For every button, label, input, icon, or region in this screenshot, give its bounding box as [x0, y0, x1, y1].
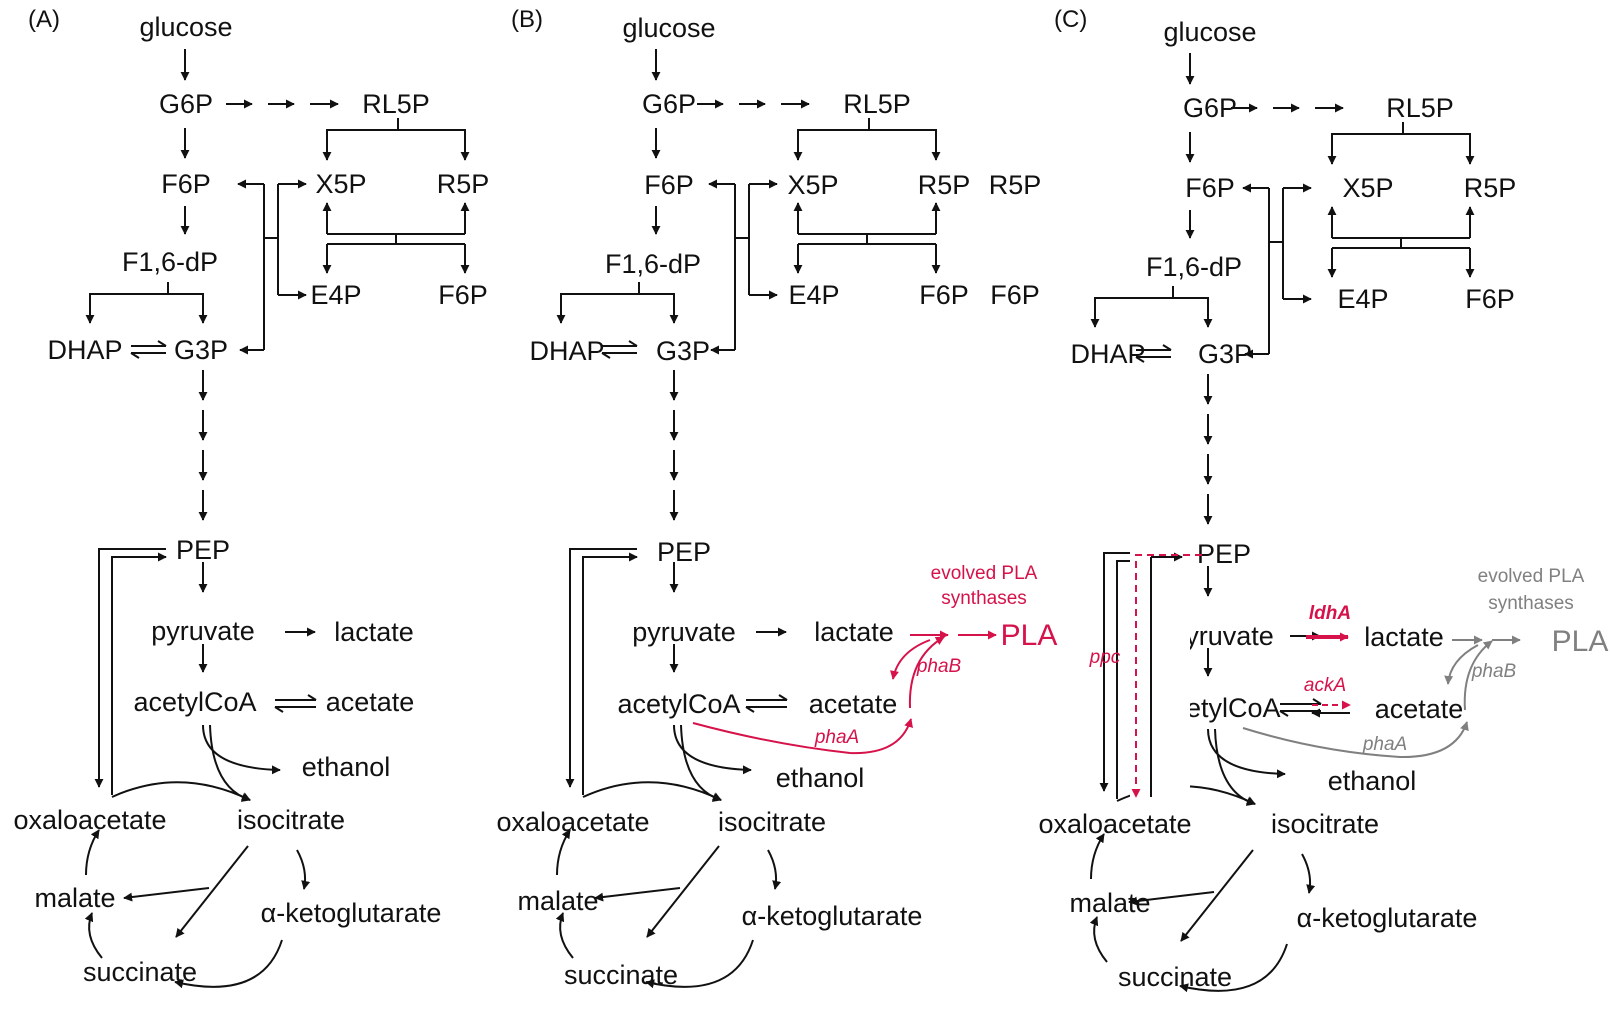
x5p-label: X5P — [787, 170, 838, 200]
acetate-label: acetate — [809, 689, 898, 719]
pla-product-label: PLA — [1001, 619, 1058, 652]
pla-product-label: PLA — [1552, 625, 1609, 658]
akg-label: α-ketoglutarate — [742, 901, 923, 931]
dhap-label: DHAP — [529, 336, 604, 366]
f6p-label: F6P — [1185, 173, 1235, 203]
f16dp-label: F1,6-dP — [1146, 252, 1242, 282]
ethanol-label: ethanol — [1328, 766, 1417, 796]
r5p-duplicate-label: R5P — [989, 170, 1042, 200]
acka-enzyme-label: ackA — [1304, 675, 1346, 696]
f6p-pp-label: F6P — [1465, 284, 1515, 314]
panel-label: (A) — [28, 6, 60, 33]
x5p-label: X5P — [1342, 173, 1393, 203]
synthase-label-line1: evolved PLA — [931, 563, 1038, 584]
akg-label: α-ketoglutarate — [261, 898, 442, 928]
f16dp-label: F1,6-dP — [122, 247, 218, 277]
g3p-label: G3P — [174, 335, 228, 365]
panel-label: (C) — [1054, 6, 1087, 33]
glucose-label: glucose — [622, 13, 715, 43]
succinate-label: succinate — [564, 960, 678, 990]
r5p-label: R5P — [437, 169, 490, 199]
g3p-label: G3P — [1198, 339, 1252, 369]
oxaloacetate-label: oxaloacetate — [1038, 809, 1191, 839]
succinate-label: succinate — [1118, 962, 1232, 992]
engineered-pla-pathway-b: evolved PLA synthases PLA phaB phaA — [692, 563, 1058, 755]
phab-enzyme-label: phaB — [1471, 661, 1517, 682]
rl5p-label: RL5P — [1386, 93, 1454, 123]
lactate-label: lactate — [1364, 622, 1444, 652]
g6p-label: G6P — [159, 89, 213, 119]
acetylcoa-label: acetylCoA — [133, 687, 256, 717]
ppc-enzyme-label: ppc — [1089, 647, 1121, 668]
f6p-duplicate-label: F6P — [990, 280, 1040, 310]
malate-label: malate — [1069, 888, 1150, 918]
f6p-pp-label: F6P — [919, 280, 969, 310]
synthase-label-line2: synthases — [941, 588, 1027, 609]
pep-label: PEP — [1197, 539, 1251, 569]
r5p-label: R5P — [1464, 173, 1517, 203]
x5p-label: X5P — [315, 169, 366, 199]
panel-a: (A) glucose G6P RL5P F6P X5P R5P F1,6-dP… — [13, 6, 489, 987]
malate-label: malate — [34, 883, 115, 913]
g6p-label: G6P — [642, 89, 696, 119]
isocitrate-label: isocitrate — [718, 807, 826, 837]
phaa-enzyme-label: phaA — [814, 727, 859, 748]
lactate-label: lactate — [334, 617, 414, 647]
phab-enzyme-label: phaB — [916, 656, 962, 677]
r5p-label: R5P — [918, 170, 971, 200]
ethanol-label: ethanol — [302, 752, 391, 782]
panel-b: (B) glucose G6P RL5P F6P X5P R5P R5P F1,… — [496, 6, 1057, 990]
succinate-label: succinate — [83, 957, 197, 987]
oxaloacetate-label: oxaloacetate — [13, 805, 166, 835]
rl5p-label: RL5P — [362, 89, 430, 119]
g6p-label: G6P — [1183, 93, 1237, 123]
isocitrate-label: isocitrate — [237, 805, 345, 835]
ldha-enzyme-label: ldhA — [1309, 603, 1351, 624]
f6p-label: F6P — [161, 169, 211, 199]
lactate-label: lactate — [814, 617, 894, 647]
ethanol-label: ethanol — [776, 763, 865, 793]
glucose-label: glucose — [139, 12, 232, 42]
pep-label: PEP — [657, 537, 711, 567]
acetate-label: acetate — [1375, 694, 1464, 724]
oxaloacetate-label: oxaloacetate — [496, 807, 649, 837]
malate-label: malate — [517, 886, 598, 916]
dhap-label: DHAP — [47, 335, 122, 365]
f6p-label: F6P — [644, 170, 694, 200]
e4p-label: E4P — [788, 280, 839, 310]
acetylcoa-label: acetylCoA — [617, 689, 740, 719]
panel-label: (B) — [511, 6, 543, 33]
pep-label: PEP — [176, 535, 230, 565]
glucose-label: glucose — [1163, 17, 1256, 47]
f6p-pp-label: F6P — [438, 280, 488, 310]
akg-label: α-ketoglutarate — [1297, 903, 1478, 933]
f16dp-label: F1,6-dP — [605, 249, 701, 279]
synthase-label-line2: synthases — [1488, 593, 1574, 614]
e4p-label: E4P — [310, 280, 361, 310]
isocitrate-label: isocitrate — [1271, 809, 1379, 839]
dhap-label: DHAP — [1070, 339, 1145, 369]
pyruvate-label: pyruvate — [151, 616, 255, 646]
rl5p-label: RL5P — [843, 89, 911, 119]
e4p-label: E4P — [1337, 284, 1388, 314]
panel-c: (C) glucose G6P RL5P F6P X5P R5P F1,6-dP… — [1038, 6, 1608, 992]
synthase-label-line1: evolved PLA — [1478, 566, 1585, 587]
acetate-label: acetate — [326, 687, 415, 717]
pyruvate-label: pyruvate — [632, 617, 736, 647]
g3p-label: G3P — [656, 336, 710, 366]
engineered-pla-pathway-c: ppc ldhA ackA evolved PLA synthases PLA … — [1089, 545, 1609, 805]
phaa-enzyme-label: phaA — [1362, 734, 1407, 755]
